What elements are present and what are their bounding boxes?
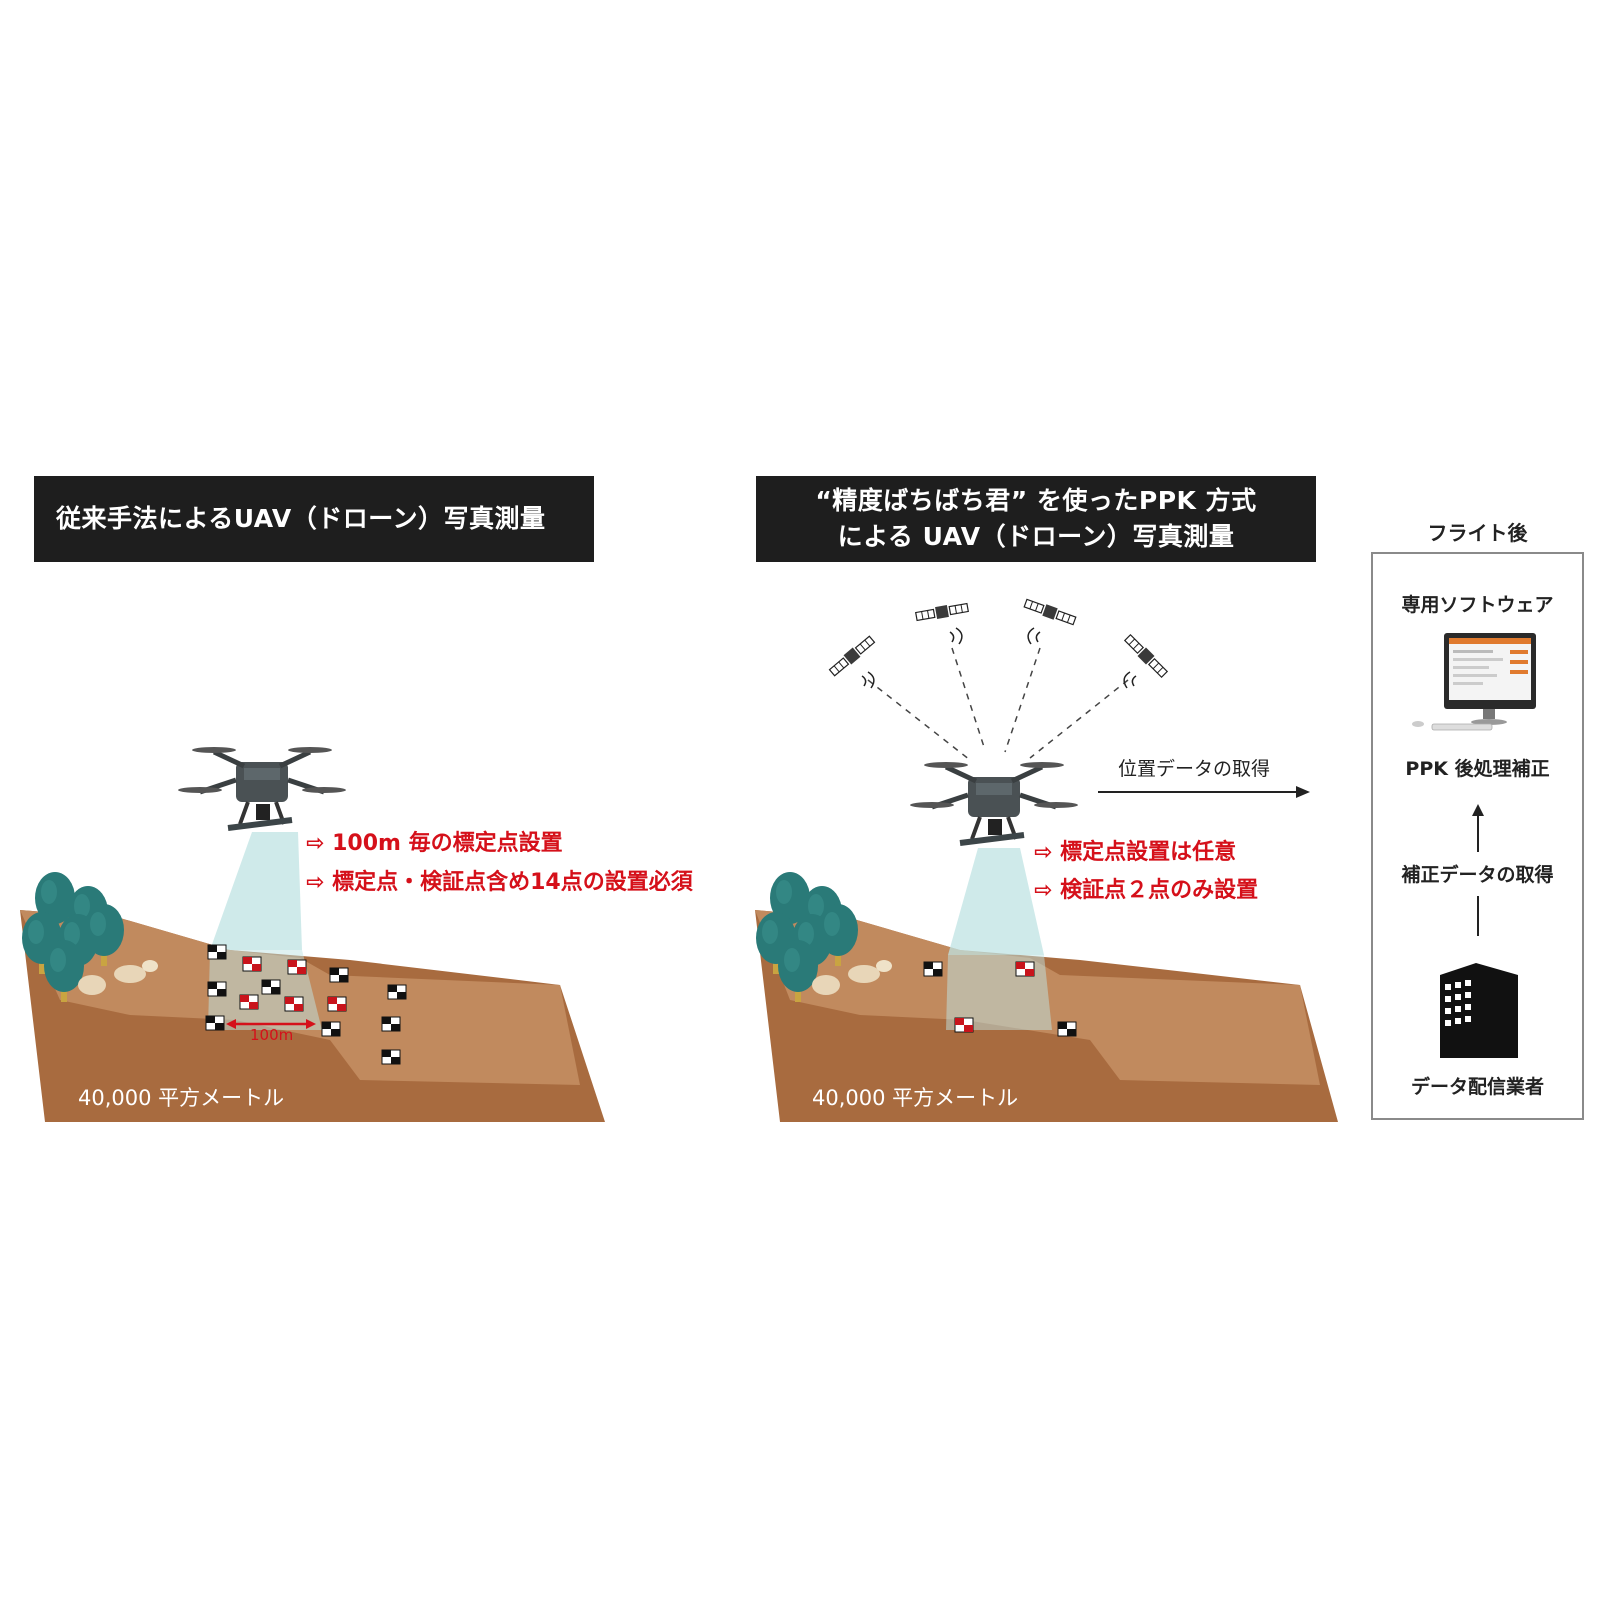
left-trees <box>22 872 158 1002</box>
right-satellite-links <box>867 647 1129 761</box>
right-area-label: 40,000 平方メートル <box>812 1086 1019 1110</box>
right-satellites <box>827 596 1170 689</box>
right-title-line1: “精度ばちばち君” を使ったPPK 方式 <box>815 486 1257 515</box>
right-title-line2: による UAV（ドローン）写真測量 <box>837 522 1235 551</box>
correction-data-label: 補正データの取得 <box>1401 864 1554 886</box>
right-note-check-points: ⇨ 検証点２点のみ設置 <box>1034 878 1259 903</box>
software-label: 専用ソフトウェア <box>1401 594 1554 616</box>
after-flight-panel: 専用ソフトウェア PPK 後処理補正 補正データの取得 データ配信業者 <box>1371 552 1584 1120</box>
right-note-optional: ⇨ 標定点設置は任意 <box>1034 840 1237 865</box>
up-arrow-1 <box>1472 804 1484 852</box>
right-title-box: “精度ばちばち君” を使ったPPK 方式 による UAV（ドローン）写真測量 <box>756 476 1316 562</box>
left-spacing-label: 100m <box>250 1026 294 1044</box>
right-trees <box>756 872 892 1002</box>
building-icon <box>1440 963 1518 1058</box>
data-provider-label: データ配信業者 <box>1410 1076 1544 1098</box>
position-data-label: 位置データの取得 <box>1118 758 1271 780</box>
left-note-interval: ⇨ 100m 毎の標定点設置 <box>306 831 563 856</box>
left-title-box: 従来手法によるUAV（ドローン）写真測量 <box>34 476 594 562</box>
left-note-required-points: ⇨ 標定点・検証点含め14点の設置必須 <box>306 870 693 895</box>
monitor-icon <box>1412 633 1536 731</box>
left-spacing-arrow <box>226 1019 316 1029</box>
after-flight-heading: フライト後 <box>1427 521 1528 545</box>
ppk-label: PPK 後処理補正 <box>1405 758 1550 780</box>
left-area-label: 40,000 平方メートル <box>78 1086 285 1110</box>
position-data-arrow <box>1098 786 1310 798</box>
left-title: 従来手法によるUAV（ドローン）写真測量 <box>56 504 546 533</box>
